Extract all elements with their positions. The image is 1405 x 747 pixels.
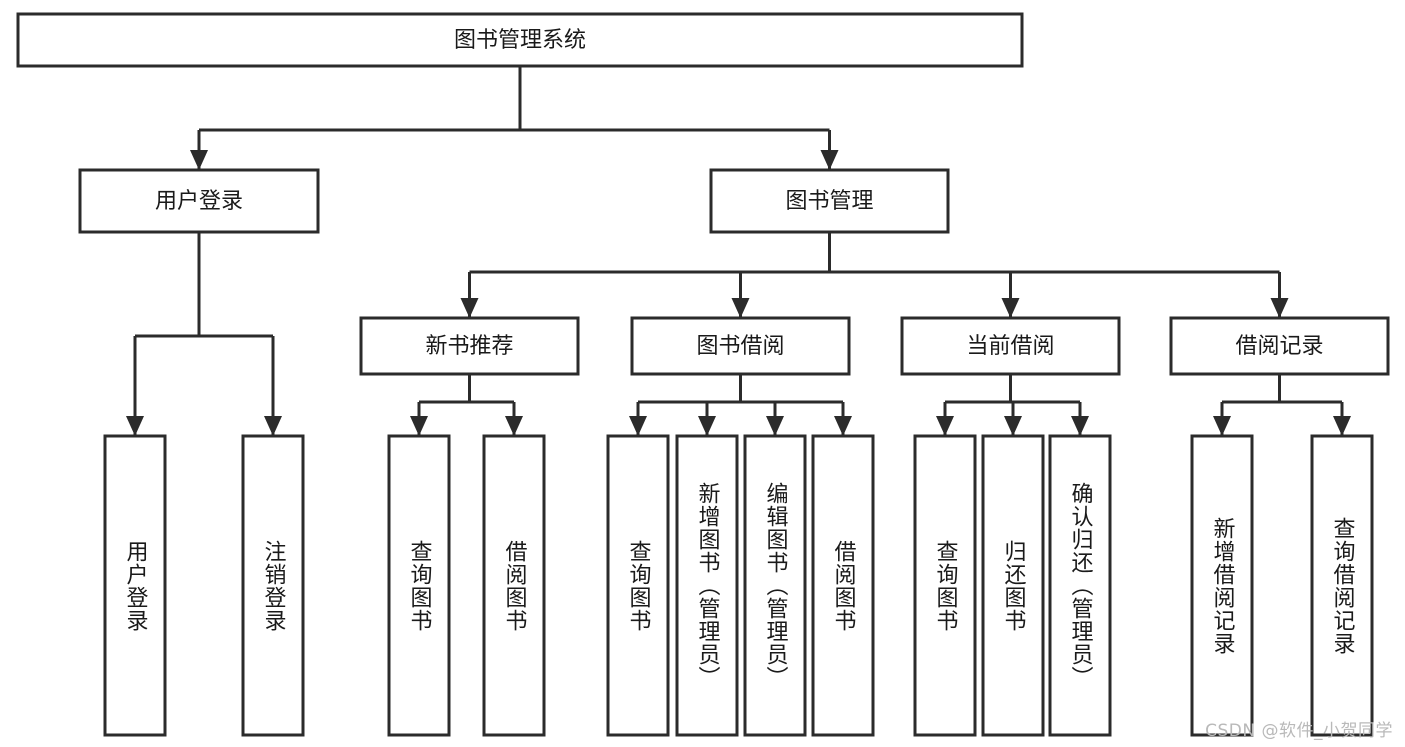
node-box-nb-query[interactable] xyxy=(387,434,451,737)
arrow-head-book-mgmt xyxy=(820,150,839,170)
arrow-head-current-borrow xyxy=(1001,298,1020,318)
node-box-cb-confirm[interactable] xyxy=(1048,434,1112,737)
node-box-bb-borrow[interactable] xyxy=(811,434,875,737)
arrow-head-borrow-record xyxy=(1270,298,1289,318)
node-new-book[interactable]: 新书推荐 xyxy=(359,316,580,376)
arrow-head-cb-confirm xyxy=(1071,416,1089,436)
node-box-cb-query[interactable] xyxy=(913,434,977,737)
node-box-book-mgmt[interactable] xyxy=(709,168,950,234)
node-box-root[interactable] xyxy=(16,12,1024,68)
node-br-add[interactable] xyxy=(1190,434,1254,737)
node-cb-confirm[interactable] xyxy=(1048,434,1112,737)
connectors-layer xyxy=(126,66,1351,436)
node-user-logout[interactable] xyxy=(241,434,305,737)
node-user-login[interactable] xyxy=(103,434,167,737)
watermark-label: CSDN @软件_小贺同学 xyxy=(1205,721,1393,741)
node-nb-borrow[interactable] xyxy=(482,434,546,737)
node-box-new-book[interactable] xyxy=(359,316,580,376)
node-box-borrow-record[interactable] xyxy=(1169,316,1390,376)
arrow-head-user-login xyxy=(126,416,144,436)
node-bb-add[interactable] xyxy=(675,434,739,737)
node-user-login[interactable]: 用户登录 xyxy=(78,168,320,234)
node-cb-query[interactable] xyxy=(913,434,977,737)
arrow-head-nb-borrow xyxy=(505,416,523,436)
node-root[interactable]: 图书管理系统 xyxy=(16,12,1024,68)
arrow-head-book-borrow xyxy=(731,298,750,318)
node-box-user-login[interactable] xyxy=(103,434,167,737)
arrow-head-cb-query xyxy=(936,416,954,436)
node-label-book-mgmt: 图书管理 xyxy=(785,189,873,214)
node-label-book-borrow: 图书借阅 xyxy=(696,334,784,359)
node-label-current-borrow: 当前借阅 xyxy=(966,334,1054,359)
arrow-head-br-query xyxy=(1333,416,1351,436)
node-label-new-book: 新书推荐 xyxy=(425,334,513,359)
node-label-borrow-record: 借阅记录 xyxy=(1235,334,1323,359)
node-nb-query[interactable] xyxy=(387,434,451,737)
node-box-br-query[interactable] xyxy=(1310,434,1374,737)
node-bb-edit[interactable] xyxy=(743,434,807,737)
node-label-user-login: 用户登录 xyxy=(155,189,243,214)
node-box-bb-add[interactable] xyxy=(675,434,739,737)
node-borrow-record[interactable]: 借阅记录 xyxy=(1169,316,1390,376)
node-box-book-borrow[interactable] xyxy=(630,316,851,376)
node-box-bb-query[interactable] xyxy=(606,434,670,737)
node-box-user-logout[interactable] xyxy=(241,434,305,737)
node-box-nb-borrow[interactable] xyxy=(482,434,546,737)
node-box-bb-edit[interactable] xyxy=(743,434,807,737)
arrow-head-user-logout xyxy=(264,416,282,436)
arrow-head-bb-add xyxy=(698,416,716,436)
node-cb-return[interactable] xyxy=(981,434,1045,737)
arrow-head-bb-borrow xyxy=(834,416,852,436)
node-br-query[interactable] xyxy=(1310,434,1374,737)
node-bb-borrow[interactable] xyxy=(811,434,875,737)
arrow-head-nb-query xyxy=(410,416,428,436)
arrow-head-cb-return xyxy=(1004,416,1022,436)
arrow-head-bb-edit xyxy=(766,416,784,436)
node-label-root: 图书管理系统 xyxy=(454,28,586,53)
node-book-borrow[interactable]: 图书借阅 xyxy=(630,316,851,376)
node-current-borrow[interactable]: 当前借阅 xyxy=(900,316,1121,376)
node-book-mgmt[interactable]: 图书管理 xyxy=(709,168,950,234)
arrow-head-br-add xyxy=(1213,416,1231,436)
node-box-current-borrow[interactable] xyxy=(900,316,1121,376)
arrow-head-bb-query xyxy=(629,416,647,436)
node-box-br-add[interactable] xyxy=(1190,434,1254,737)
arrow-head-new-book xyxy=(460,298,479,318)
node-box-user-login[interactable] xyxy=(78,168,320,234)
arrow-head-user-login xyxy=(190,150,208,170)
node-bb-query[interactable] xyxy=(606,434,670,737)
node-box-cb-return[interactable] xyxy=(981,434,1045,737)
